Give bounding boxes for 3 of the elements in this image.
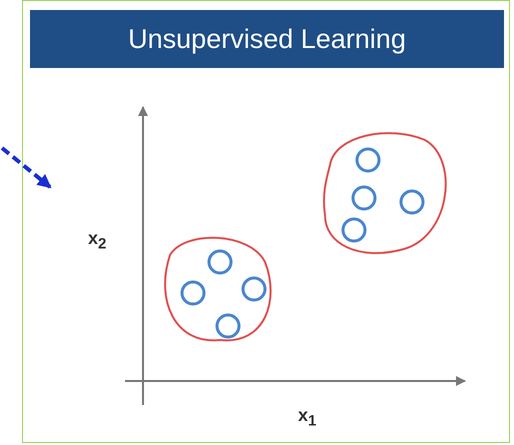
axis-label: x$_{1}$ bbox=[298, 405, 316, 430]
title-banner: Unsupervised Learning bbox=[30, 10, 504, 68]
axis-label: x$_{2}$ bbox=[88, 228, 106, 253]
